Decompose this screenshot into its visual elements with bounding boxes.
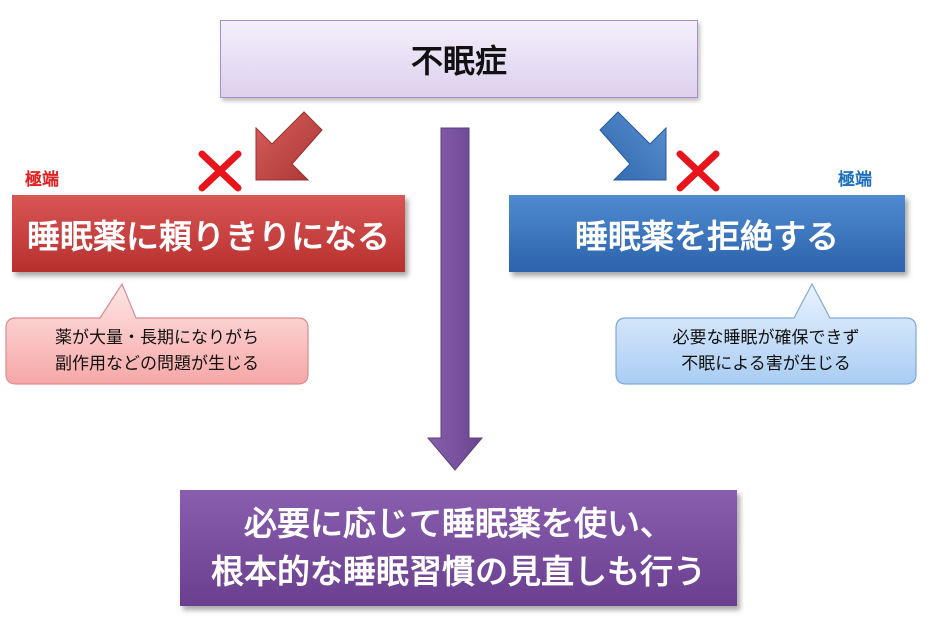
left-option-box: 睡眠薬に頼りきりになる [12, 195, 405, 272]
conclusion-line: 必要に応じて睡眠薬を使い、 [244, 504, 673, 544]
down-left-arrow-icon [255, 111, 323, 181]
down-right-arrow-icon [599, 111, 667, 181]
conclusion-line: 根本的な睡眠習慣の見直しも行う [211, 552, 706, 591]
left-bubble-line: 薬が大量・長期になりがち [55, 327, 259, 348]
right-option-box: 睡眠薬を拒絶する [509, 195, 905, 272]
left-bubble-text: 薬が大量・長期になりがち 副作用などの問題が生じる [6, 318, 308, 384]
right-bubble-line: 不眠による害が生じる [681, 354, 851, 374]
top-title: 不眠症 [410, 42, 507, 80]
right-option-title: 睡眠薬を拒絶する [575, 216, 839, 256]
right-extreme-label: 極端 [838, 170, 872, 190]
left-option-title: 睡眠薬に頼りきりになる [27, 216, 390, 256]
right-bubble-text: 必要な睡眠が確保できず 不眠による害が生じる [616, 318, 916, 384]
left-extreme-label: 極端 [25, 170, 59, 190]
top-title-box: 不眠症 [220, 20, 698, 98]
conclusion-box: 必要に応じて睡眠薬を使い、 根本的な睡眠習慣の見直しも行う [180, 490, 737, 606]
left-bubble-line: 副作用などの問題が生じる [55, 354, 259, 374]
left-speech-bubble [5, 282, 309, 385]
right-bubble-line: 必要な睡眠が確保できず [672, 327, 860, 348]
cross-mark-icon [198, 150, 242, 192]
right-speech-bubble [615, 282, 917, 385]
cross-mark-icon [676, 150, 720, 192]
down-arrow-icon [426, 127, 484, 471]
